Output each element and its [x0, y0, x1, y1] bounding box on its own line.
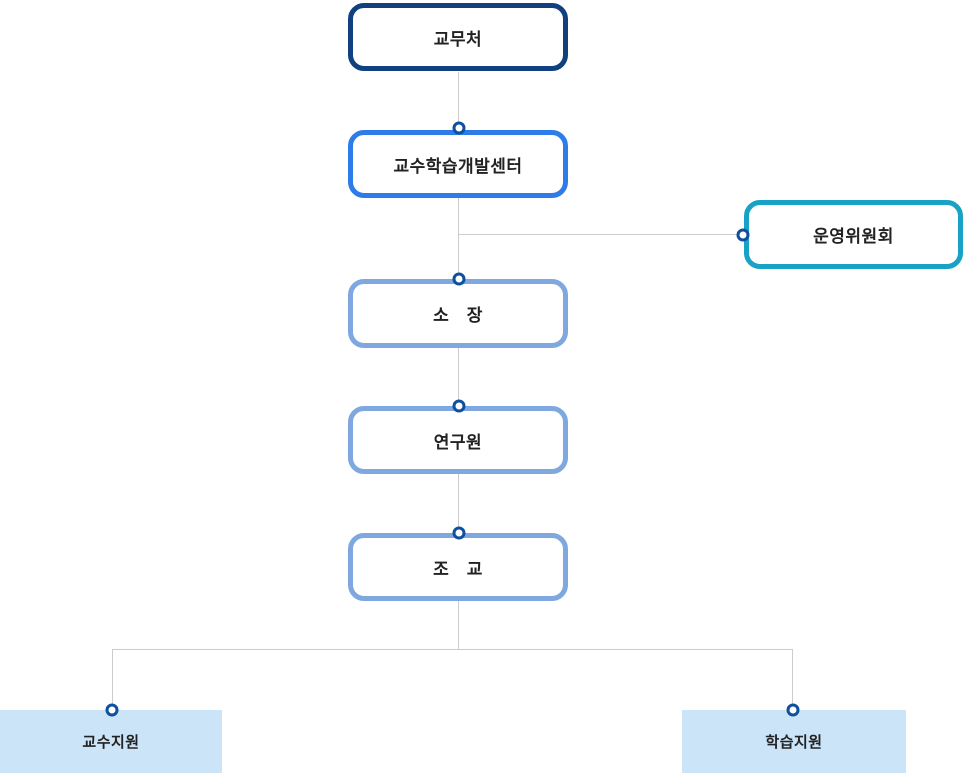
- org-node-label: 학습지원: [765, 734, 823, 751]
- org-node-label: 교수학습개발센터: [393, 156, 523, 176]
- connector-line: [112, 650, 113, 704]
- connector-dot-icon: [452, 272, 466, 286]
- org-node-label: 연구원: [433, 432, 483, 452]
- connector-line: [458, 601, 459, 650]
- org-node-researcher: 연구원: [348, 406, 568, 474]
- org-node-label: 운영위원회: [813, 227, 894, 246]
- org-node-steering-committee: 운영위원회: [744, 200, 963, 269]
- connector-dot-icon: [452, 526, 466, 540]
- org-node-director: 소 장: [348, 279, 568, 348]
- connector-line: [458, 198, 459, 273]
- org-node-teaching-learning-center: 교수학습개발센터: [348, 130, 568, 198]
- connector-line: [458, 474, 459, 527]
- connector-dot-icon: [105, 703, 119, 717]
- connector-line: [458, 72, 459, 123]
- connector-dot-icon: [786, 703, 800, 717]
- org-node-label: 조 교: [433, 559, 483, 579]
- org-node-label: 교수지원: [82, 734, 140, 751]
- connector-line: [112, 649, 793, 650]
- connector-dot-icon: [736, 228, 750, 242]
- org-node-learning-support: 학습지원: [682, 710, 906, 773]
- org-node-label: 교무처: [433, 29, 483, 49]
- org-node-teaching-assistant: 조 교: [348, 533, 568, 601]
- connector-line: [459, 234, 737, 235]
- connector-dot-icon: [452, 399, 466, 413]
- org-node-faculty-support: 교수지원: [0, 710, 222, 773]
- org-node-label: 소 장: [433, 306, 483, 325]
- connector-line: [792, 650, 793, 704]
- connector-dot-icon: [452, 121, 466, 135]
- org-node-academic-affairs-office: 교무처: [348, 3, 568, 71]
- connector-line: [458, 348, 459, 400]
